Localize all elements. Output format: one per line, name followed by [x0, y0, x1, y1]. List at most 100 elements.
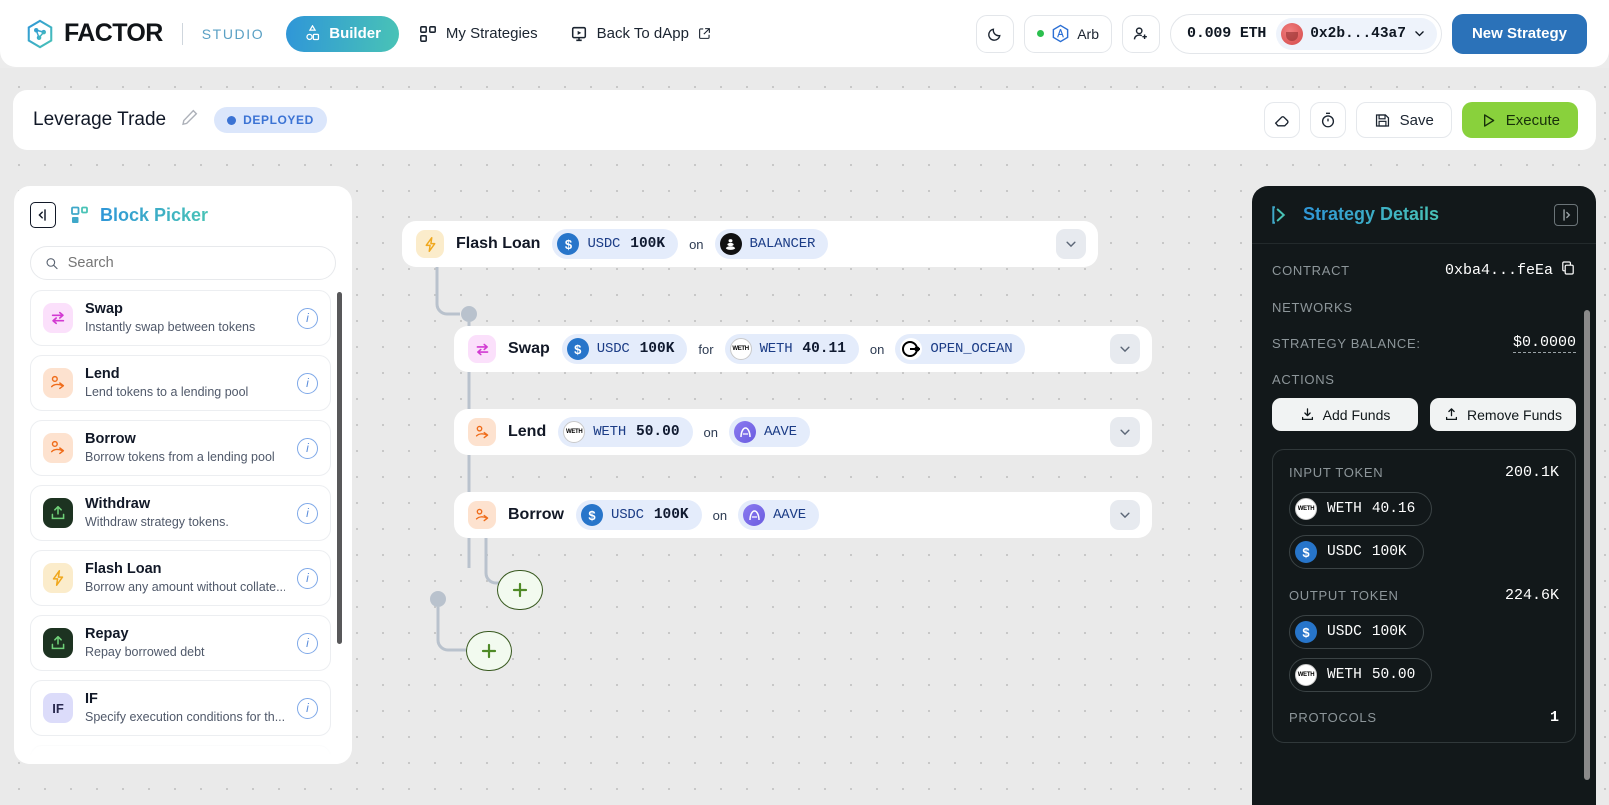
info-icon[interactable]: i — [297, 307, 318, 329]
block-item-name: Swap — [85, 301, 123, 318]
collapse-details-button[interactable] — [1554, 203, 1578, 226]
block-list: Swap Instantly swap between tokens i Len… — [30, 290, 342, 764]
collapse-panel-icon — [38, 209, 46, 221]
block-item-text: IF Specify execution conditions for th..… — [85, 691, 285, 724]
save-icon — [1375, 113, 1389, 127]
token-pill-symbol: WETH — [1327, 667, 1362, 683]
canvas-node-swap[interactable]: Swap $ USDC 100K for WETH WETH 40.11 on … — [454, 326, 1152, 372]
plus-icon — [512, 582, 528, 598]
nav-builder[interactable]: Builder — [286, 15, 399, 52]
add-block-button-1[interactable] — [497, 570, 543, 610]
add-funds-button[interactable]: Add Funds — [1272, 398, 1418, 431]
remove-funds-button[interactable]: Remove Funds — [1430, 398, 1576, 431]
token-chip-usdc[interactable]: $ USDC 100K — [561, 334, 688, 364]
token-pill-symbol: WETH — [1327, 501, 1362, 517]
protocol-chip-aave[interactable]: AAVE — [729, 417, 810, 447]
simulate-button[interactable] — [1309, 102, 1346, 138]
token-symbol: WETH — [593, 424, 627, 440]
info-icon[interactable]: i — [297, 502, 318, 524]
edit-title-button[interactable] — [180, 108, 199, 132]
info-icon[interactable]: i — [297, 567, 318, 589]
add-block-button-2[interactable] — [466, 631, 512, 671]
save-label: Save — [1399, 111, 1434, 129]
withdraw-icon — [43, 498, 73, 528]
expand-node-button[interactable] — [1110, 417, 1140, 447]
protocol-name: BALANCER — [749, 236, 816, 252]
collapse-panel-button[interactable] — [30, 202, 56, 228]
token-chip-usdc[interactable]: $ USDC 100K — [552, 229, 679, 259]
protocols-label: PROTOCOLS — [1289, 710, 1377, 725]
token-chip-weth[interactable]: WETH WETH 40.11 — [724, 334, 859, 364]
chip-connector-word: on — [689, 236, 704, 252]
block-item-borrow[interactable]: Borrow Borrow tokens from a lending pool… — [30, 420, 331, 476]
protocol-chip-open-ocean[interactable]: OPEN_OCEAN — [895, 334, 1026, 364]
aave-icon — [734, 421, 757, 443]
canvas-node-flash-loan[interactable]: Flash Loan $ USDC 100K on BALANCER — [402, 221, 1098, 267]
nav-back-to-dapp[interactable]: Back To dApp — [558, 16, 723, 52]
search-input[interactable] — [67, 255, 321, 271]
usdc-coin-icon: $ — [1295, 541, 1317, 563]
info-icon[interactable]: i — [297, 372, 318, 394]
details-scrollbar[interactable] — [1584, 310, 1590, 780]
wallet-address-chip[interactable]: 0x2b...43a7 — [1276, 17, 1437, 50]
usdc-coin-icon: $ — [566, 338, 589, 360]
protocol-name: AAVE — [773, 507, 806, 523]
execute-button[interactable]: Execute — [1461, 102, 1578, 138]
info-icon[interactable]: i — [297, 697, 318, 719]
save-button[interactable]: Save — [1355, 102, 1452, 138]
add-funds-label: Add Funds — [1322, 406, 1391, 423]
execute-label: Execute — [1505, 111, 1560, 129]
block-item-flash-loan[interactable]: Flash Loan Borrow any amount without col… — [30, 550, 331, 606]
networks-row: NETWORKS — [1272, 300, 1576, 315]
borrow-icon — [468, 501, 496, 529]
wallet-balance: 0.009 ETH — [1187, 25, 1267, 42]
copy-button[interactable] — [1560, 260, 1576, 281]
block-item-if[interactable]: IF IF Specify execution conditions for t… — [30, 680, 331, 736]
contract-value-wrap: 0xba4...feEa — [1445, 260, 1576, 281]
add-user-button[interactable] — [1122, 14, 1161, 53]
block-item-swap[interactable]: Swap Instantly swap between tokens i — [30, 290, 331, 346]
block-item-name: Withdraw — [85, 496, 151, 513]
strategy-details-panel: Strategy Details CONTRACT 0xba4...feEa — [1252, 186, 1596, 805]
balancer-icon — [719, 233, 742, 255]
token-amount: 100K — [653, 507, 689, 523]
strategy-details-body: CONTRACT 0xba4...feEa NETWORKS STRATEGY … — [1252, 244, 1596, 780]
strategy-details-header: Strategy Details — [1252, 186, 1596, 244]
token-pill-weth: WETH WETH 40.16 — [1289, 492, 1433, 526]
info-icon[interactable]: i — [297, 632, 318, 654]
expand-node-button[interactable] — [1056, 229, 1086, 259]
block-item-repay[interactable]: Repay Repay borrowed debt i — [30, 615, 331, 671]
status-dot — [227, 115, 237, 125]
if-icon: IF — [43, 693, 73, 723]
expand-node-button[interactable] — [1110, 334, 1140, 364]
block-item-withdraw[interactable]: Withdraw Withdraw strategy tokens. i — [30, 485, 331, 541]
wallet-widget[interactable]: 0.009 ETH 0x2b...43a7 — [1170, 13, 1442, 54]
brand-logo[interactable]: FACTOR STUDIO — [25, 19, 264, 49]
block-item-lend[interactable]: Lend Lend tokens to a lending pool i — [30, 355, 331, 411]
token-chip-weth[interactable]: WETH WETH 50.00 — [558, 417, 693, 447]
brand-subtitle: STUDIO — [201, 25, 265, 42]
token-chip-usdc[interactable]: $ USDC 100K — [576, 500, 702, 530]
token-amount: 100K — [630, 236, 666, 252]
expand-node-button[interactable] — [1110, 500, 1140, 530]
protocol-chip-balancer[interactable]: BALANCER — [714, 229, 829, 259]
block-item-text: Lend Lend tokens to a lending pool — [85, 366, 248, 399]
new-strategy-button[interactable]: New Strategy — [1451, 13, 1587, 54]
block-item-desc: Borrow any amount without collate... — [85, 580, 285, 595]
block-item-desc: Borrow tokens from a lending pool — [85, 450, 275, 465]
nav-my-strategies[interactable]: My Strategies — [407, 16, 550, 52]
network-selector[interactable]: Arb — [1024, 14, 1113, 53]
token-symbol: USDC — [596, 341, 630, 357]
aave-icon — [743, 504, 766, 526]
node-type-label: Flash Loan — [456, 235, 541, 252]
theme-toggle-button[interactable] — [976, 14, 1015, 53]
canvas-node-borrow[interactable]: Borrow $ USDC 100K on AAVE — [454, 492, 1152, 538]
info-icon[interactable]: i — [297, 437, 318, 459]
clear-canvas-button[interactable] — [1263, 102, 1300, 138]
pencil-icon — [182, 109, 198, 126]
search-box[interactable] — [30, 246, 336, 280]
block-list-scrollbar[interactable] — [337, 292, 342, 644]
protocol-chip-aave[interactable]: AAVE — [738, 500, 819, 530]
canvas-node-lend[interactable]: Lend WETH WETH 50.00 on AAVE — [454, 409, 1152, 455]
block-picker-title-wrap: Block Picker — [70, 205, 208, 226]
